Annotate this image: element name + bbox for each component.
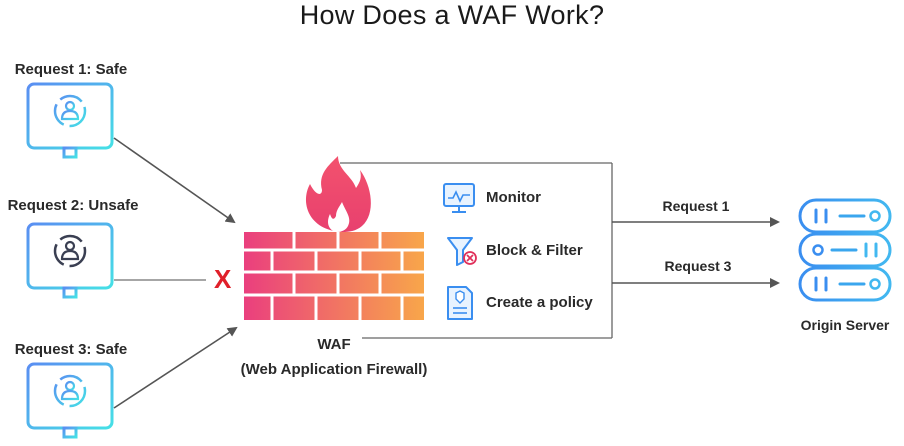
request-2-label: Request 2: Unsafe (7, 197, 139, 214)
request-1-label: Request 1: Safe (14, 61, 128, 78)
blocked-x-icon: X (214, 264, 232, 294)
filter-block-icon (447, 237, 477, 266)
forward-label-3: Request 3 (664, 258, 732, 274)
monitor-chart-icon (443, 183, 475, 213)
feature-monitor-label: Monitor (486, 189, 541, 206)
policy-document-icon (447, 286, 473, 320)
flame-icon (305, 156, 371, 232)
server-stack-icon (798, 198, 892, 302)
request-3-arrow (113, 326, 238, 409)
computer-icon (26, 362, 114, 441)
feature-policy-label: Create a policy (486, 294, 593, 311)
origin-server-label: Origin Server (800, 317, 890, 333)
diagram-title: How Does a WAF Work? (299, 0, 605, 30)
computer-icon (26, 82, 114, 161)
waf-label: WAF (317, 336, 351, 353)
forward-label-1: Request 1 (662, 198, 730, 214)
feature-block-filter-label: Block & Filter (486, 242, 583, 259)
brick-wall-icon (244, 232, 424, 320)
computer-icon (26, 222, 114, 301)
request-1-arrow (113, 137, 236, 224)
waf-full-name: (Web Application Firewall) (240, 361, 428, 378)
request-3-label: Request 3: Safe (14, 341, 128, 358)
